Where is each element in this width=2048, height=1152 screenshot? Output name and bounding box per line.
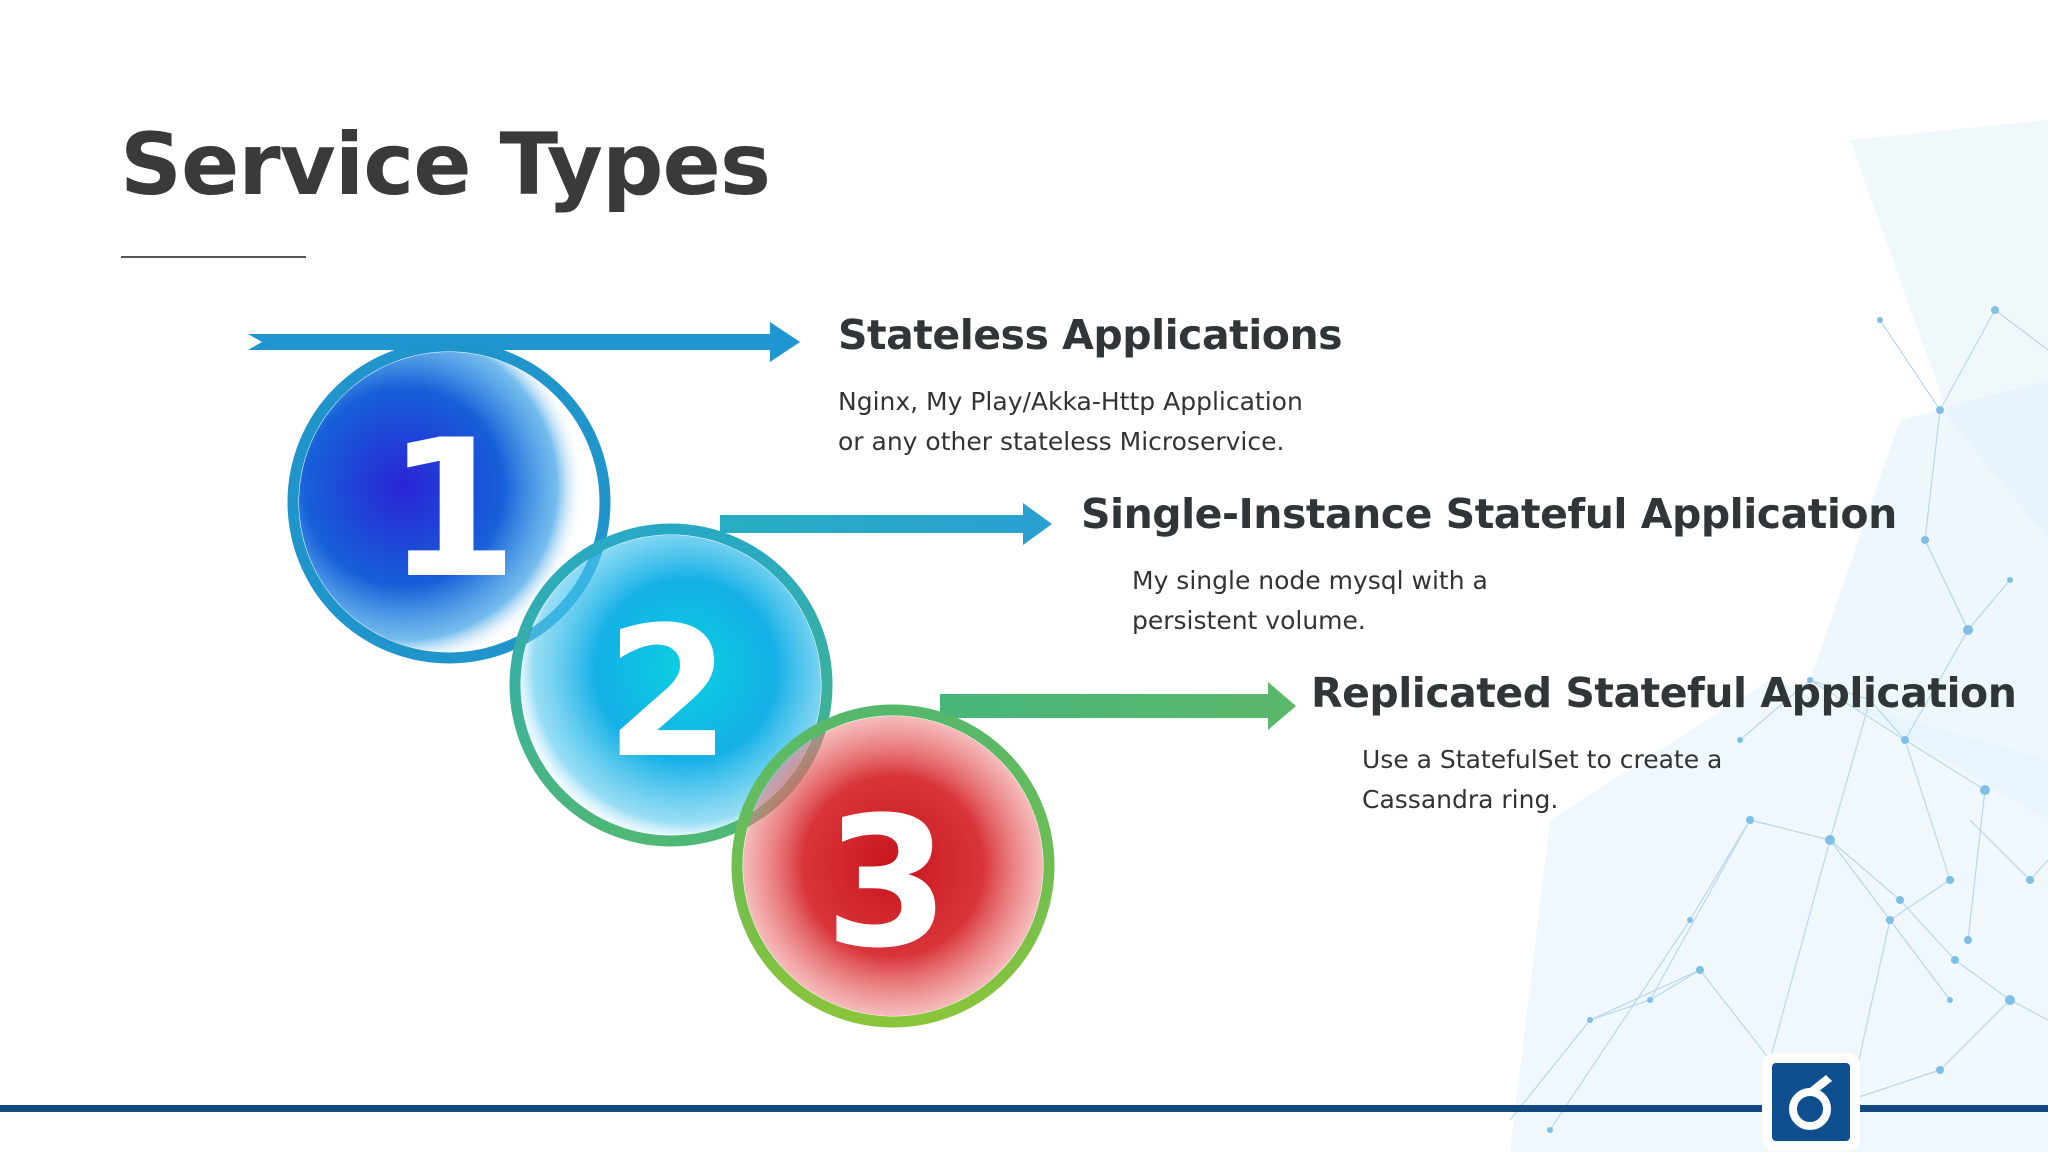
item-2-desc-line-2: persistent volume. bbox=[1132, 606, 1366, 635]
arrow-1 bbox=[248, 322, 800, 362]
slide-title: Service Types bbox=[120, 115, 771, 215]
item-1-desc-line-2: or any other stateless Microservice. bbox=[838, 427, 1285, 456]
title-underline bbox=[121, 256, 306, 258]
arrow-3 bbox=[940, 682, 1296, 730]
company-logo-icon bbox=[1772, 1063, 1850, 1141]
footer-bar bbox=[0, 1105, 2048, 1112]
step-circle-2 bbox=[509, 523, 833, 847]
item-2-title: Single-Instance Stateful Application bbox=[1081, 490, 1897, 538]
step-number-1: 1 bbox=[386, 399, 518, 620]
network-mesh-decoration bbox=[1509, 120, 2048, 1152]
item-3-title: Replicated Stateful Application bbox=[1311, 669, 2017, 717]
step-number-2: 2 bbox=[605, 589, 730, 798]
step-number-3: 3 bbox=[824, 779, 949, 988]
item-1-title: Stateless Applications bbox=[838, 311, 1343, 359]
step-circle-1 bbox=[287, 340, 611, 664]
item-3-desc-line-1: Use a StatefulSet to create a bbox=[1362, 745, 1723, 774]
item-3-desc-line-2: Cassandra ring. bbox=[1362, 785, 1559, 814]
item-2-desc-line-1: My single node mysql with a bbox=[1132, 566, 1488, 595]
arrow-2 bbox=[720, 503, 1052, 545]
item-1-desc-line-1: Nginx, My Play/Akka-Http Application bbox=[838, 387, 1303, 416]
step-circle-3 bbox=[731, 704, 1055, 1028]
logo-glyph bbox=[1789, 1075, 1832, 1130]
